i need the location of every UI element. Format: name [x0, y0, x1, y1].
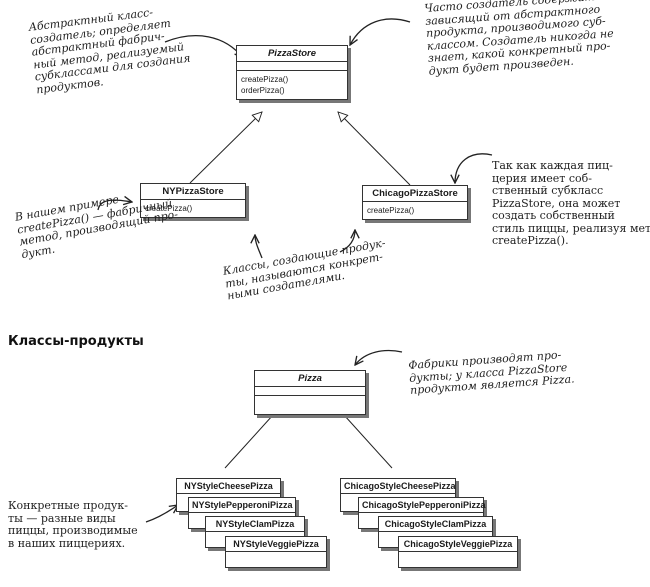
chicagopizzastore-class: ChicagoPizzaStore createPizza(): [362, 185, 468, 220]
pointer-concrete-products: [145, 505, 178, 523]
chicago-store-inheritance-line: [338, 112, 411, 186]
ny-product-name: NYStyleCheesePizza: [177, 479, 280, 494]
pizza-attributes: [255, 387, 365, 396]
chicago-product-name: ChicagoStylePepperoniPizza: [359, 498, 486, 513]
note-creator-code: Часто создатель содержит код, зависящий …: [423, 0, 622, 78]
note-concrete-creators: Классы, создающие продук- ты, называются…: [221, 236, 387, 303]
chicago-product-name: ChicagoStyleVeggiePizza: [399, 537, 517, 552]
pizzastore-attributes: [237, 62, 347, 71]
chicago-product-name: ChicagoStyleClamPizza: [379, 517, 492, 532]
ny-product-name: NYStyleClamPizza: [206, 517, 304, 532]
nypizzastore-operations: createPizza(): [141, 200, 245, 217]
pizzastore-operations: createPizza() orderPizza(): [237, 71, 347, 99]
pizzastore-class-name: PizzaStore: [237, 46, 347, 62]
note-abstract-creator: Абстрактный класс- создатель; определяет…: [27, 5, 192, 96]
ny-product-card: NYStyleVeggiePizza: [225, 536, 327, 568]
pizza-operations: [255, 396, 365, 414]
pointer-factories-produce: [355, 349, 403, 365]
pizza-class-name: Pizza: [255, 371, 365, 387]
pizzastore-class: PizzaStore createPizza() orderPizza(): [236, 45, 348, 100]
note-factories-produce: Фабрики производят про- дукты; у класса …: [407, 348, 575, 397]
products-heading: Классы-продукты: [8, 334, 144, 349]
pizza-class: Pizza: [254, 370, 366, 415]
note-factory-method: В нашем примере createPizza() — фабричны…: [13, 192, 179, 261]
note-each-store: Так как каждая пиц- церия имеет соб- ств…: [492, 159, 650, 247]
chicagopizzastore-operations: createPizza(): [363, 202, 467, 219]
pizzastore-op: createPizza(): [241, 75, 289, 84]
note-concrete-products: Конкретные продук- ты — разные виды пицц…: [8, 499, 138, 550]
pointer-each-store: [455, 153, 493, 183]
pointer-concrete-creators: [255, 235, 263, 259]
chicago-product-card: ChicagoStyleVeggiePizza: [398, 536, 518, 568]
chicago-product-name: ChicagoStyleCheesePizza: [341, 479, 456, 494]
chicagopizzastore-op: createPizza(): [367, 206, 415, 215]
ny-store-inheritance-line: [189, 112, 262, 184]
ny-product-name: NYStylePepperoniPizza: [189, 498, 295, 513]
pizzastore-op: orderPizza(): [241, 86, 285, 95]
nypizzastore-class-name: NYPizzaStore: [141, 184, 245, 200]
chicagopizzastore-class-name: ChicagoPizzaStore: [363, 186, 467, 202]
nypizzastore-class: NYPizzaStore createPizza(): [140, 183, 246, 218]
pointer-creator-code: [350, 18, 411, 45]
ny-product-name: NYStyleVeggiePizza: [226, 537, 326, 552]
nypizzastore-op: createPizza(): [145, 204, 193, 213]
